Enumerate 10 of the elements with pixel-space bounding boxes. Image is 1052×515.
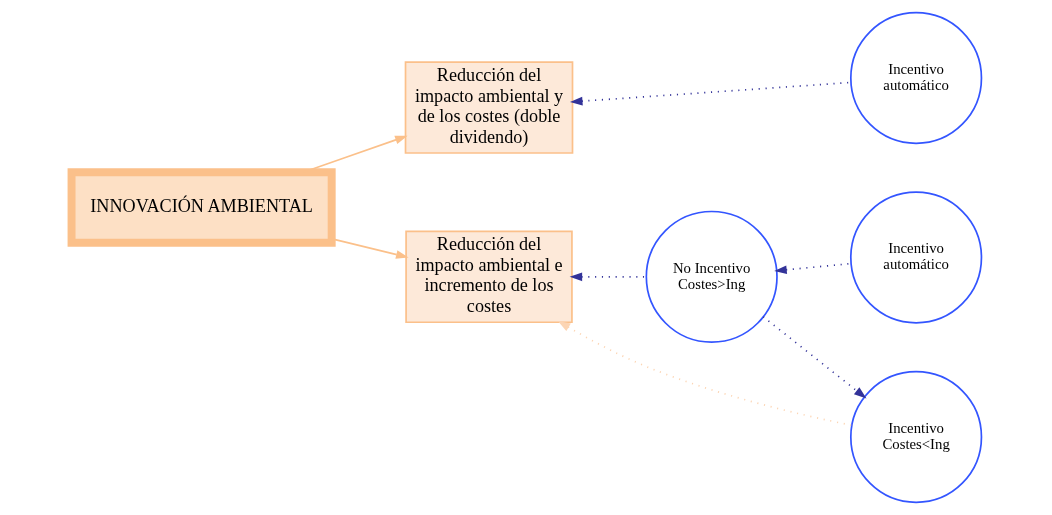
arrow	[557, 320, 852, 427]
arrow	[761, 315, 866, 399]
node-box: Reducción del impacto ambiental y de los costes (doble dividendo)	[404, 61, 573, 154]
node-circle: No Incentivo Costes>Ing	[645, 210, 778, 343]
node-box: INNOVACIÓN AMBIENTAL	[67, 168, 336, 247]
arrow	[569, 272, 647, 282]
node-circle: Incentivo Costes<Ing	[849, 370, 982, 504]
node-box: Reducción del impacto ambiental e incremento de los costes	[404, 230, 573, 324]
node-circle: Incentivo automático	[849, 191, 982, 324]
node-circle: Incentivo automático	[849, 11, 982, 145]
